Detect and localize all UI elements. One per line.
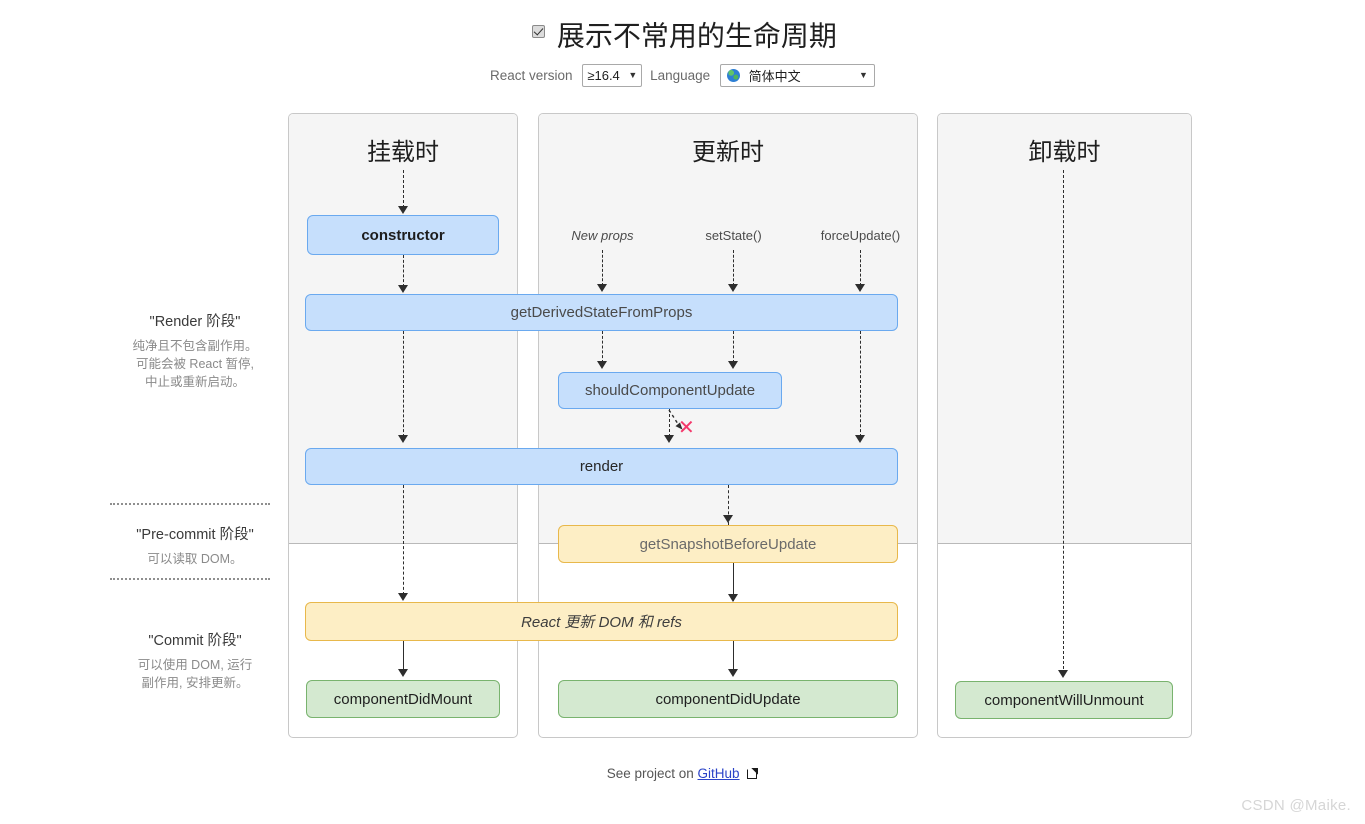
- connector-arrowhead: [398, 435, 408, 443]
- legend-line: 纯净且不包含副作用。: [132, 339, 258, 353]
- connector-arrowhead: [728, 361, 738, 369]
- connector-line: [733, 250, 734, 286]
- connector-arrowhead: [398, 285, 408, 293]
- connector-arrowhead: [398, 206, 408, 214]
- panel-unmounting: 卸载时: [937, 113, 1192, 738]
- watermark: CSDN @Maike.: [1241, 797, 1351, 814]
- language-label: Language: [650, 68, 711, 83]
- connector-line: [602, 331, 603, 363]
- chevron-down-icon: ▼: [628, 70, 638, 80]
- react-version-value: ≥16.4: [587, 68, 620, 83]
- connector-arrowhead: [597, 284, 607, 292]
- panel-render-region: [938, 114, 1191, 544]
- connector-arrowhead: [728, 669, 738, 677]
- react-version-select[interactable]: ≥16.4 ▼: [582, 64, 643, 87]
- connector-arrowhead: [398, 669, 408, 677]
- connector-line: [728, 485, 729, 525]
- connector-line: [403, 255, 404, 287]
- footer: See project on GitHub: [0, 766, 1365, 781]
- node-get-snapshot-before-update[interactable]: getSnapshotBeforeUpdate: [558, 525, 898, 563]
- legend-heading: "Render 阶段": [149, 314, 241, 330]
- legend-heading: "Commit 阶段": [148, 633, 242, 649]
- page-title: 展示不常用的生命周期: [0, 18, 1365, 54]
- panel-updating: 更新时: [538, 113, 918, 738]
- legend-divider-bottom: [110, 578, 270, 580]
- legend-line: 可以使用 DOM, 运行: [137, 658, 253, 672]
- legend-line: 中止或重新启动。: [144, 375, 245, 389]
- footer-prefix: See project on: [606, 766, 694, 781]
- panel-title: 更新时: [692, 139, 764, 166]
- connector-arrowhead: [1058, 670, 1068, 678]
- node-component-will-unmount[interactable]: componentWillUnmount: [955, 681, 1173, 719]
- legend-line: 可能会被 React 暂停,: [135, 357, 255, 371]
- node-component-did-update[interactable]: componentDidUpdate: [558, 680, 898, 718]
- connector-arrowhead: [728, 284, 738, 292]
- connector-line: [860, 250, 861, 286]
- connector-line: [602, 250, 603, 286]
- connector-line: [733, 331, 734, 363]
- chevron-down-icon: ▼: [859, 70, 868, 80]
- connector-line: [403, 485, 404, 595]
- legend-commit-phase: "Commit 阶段" 可以使用 DOM, 运行 副作用, 安排更新。: [105, 629, 285, 692]
- connector-arrowhead: [597, 361, 607, 369]
- skip-marker-icon: ✕: [678, 417, 695, 439]
- connector-line: [403, 170, 404, 208]
- legend-body: 纯净且不包含副作用。 可能会被 React 暂停, 中止或重新启动。: [105, 337, 285, 391]
- node-component-did-mount[interactable]: componentDidMount: [306, 680, 500, 718]
- node-get-derived-state-from-props[interactable]: getDerivedStateFromProps: [305, 294, 898, 331]
- trigger-label-new-props: New props: [571, 228, 634, 243]
- external-link-icon: [747, 768, 758, 779]
- legend-heading: "Pre-commit 阶段": [136, 527, 254, 543]
- trigger-label-force-update: forceUpdate(): [820, 228, 901, 243]
- node-should-component-update[interactable]: shouldComponentUpdate: [558, 372, 782, 409]
- connector-arrowhead: [398, 593, 408, 601]
- node-react-updates-dom-and-refs[interactable]: React 更新 DOM 和 refs: [305, 602, 898, 641]
- legend-divider-top: [110, 503, 270, 505]
- node-render[interactable]: render: [305, 448, 898, 485]
- language-value: 简体中文: [748, 69, 801, 85]
- legend-pre-commit-phase: "Pre-commit 阶段" 可以读取 DOM。: [105, 523, 285, 568]
- connector-line: [403, 641, 404, 671]
- diagram-controls: React version ≥16.4 ▼ Language 简体中文 ▼: [0, 64, 1365, 87]
- connector-arrowhead: [855, 284, 865, 292]
- connector-arrowhead: [664, 435, 674, 443]
- legend-line: 副作用, 安排更新。: [141, 676, 249, 690]
- show-uncommon-lifecycles-checkbox[interactable]: [532, 25, 546, 39]
- connector-line: [1063, 170, 1064, 674]
- connector-arrowhead: [855, 435, 865, 443]
- legend-line: 可以读取 DOM。: [147, 552, 243, 566]
- react-version-label: React version: [490, 68, 573, 83]
- panel-title: 卸载时: [1028, 139, 1101, 166]
- node-constructor[interactable]: constructor: [307, 215, 499, 255]
- github-link[interactable]: GitHub: [697, 766, 740, 781]
- panel-title: 挂载时: [367, 139, 439, 166]
- connector-line: [733, 563, 734, 601]
- connector-line: [733, 641, 734, 671]
- skip-render-connector: [668, 409, 683, 430]
- connector-arrowhead: [723, 515, 733, 523]
- legend-body: 可以读取 DOM。: [105, 550, 285, 568]
- legend-render-phase: "Render 阶段" 纯净且不包含副作用。 可能会被 React 暂停, 中止…: [105, 310, 285, 391]
- connector-line: [860, 331, 861, 437]
- connector-line: [669, 409, 670, 437]
- trigger-label-set-state: setState(): [705, 228, 762, 243]
- page-title-label: 展示不常用的生命周期: [556, 20, 837, 52]
- globe-icon: [726, 69, 740, 82]
- language-select[interactable]: 简体中文 ▼: [719, 64, 875, 87]
- connector-arrowhead: [728, 594, 738, 602]
- connector-line: [403, 331, 404, 437]
- legend-body: 可以使用 DOM, 运行 副作用, 安排更新。: [105, 656, 285, 692]
